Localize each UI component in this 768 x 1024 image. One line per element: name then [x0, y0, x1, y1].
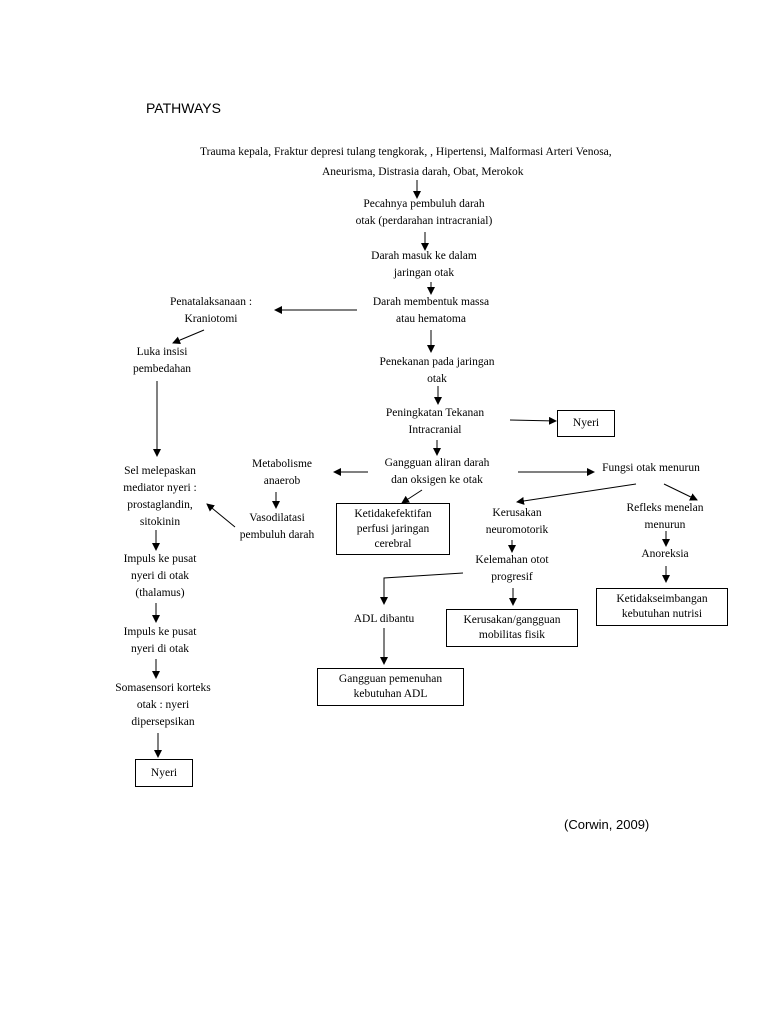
page-title: PATHWAYS	[146, 100, 221, 116]
arrow-icp-pain	[509, 416, 557, 425]
node-brain-function: Fungsi otak menurun	[602, 462, 700, 474]
box-pain-icp: Nyeri	[557, 410, 615, 437]
citation: (Corwin, 2009)	[564, 817, 650, 832]
node-anorexia: Anoreksia	[641, 548, 689, 560]
arrow-weakness-adl	[380, 572, 464, 605]
node-management: Penatalaksanaan :Kraniotomi	[169, 296, 253, 325]
arrow-brain-neuromotor	[516, 483, 637, 505]
arrow-vasodilation-mediator	[206, 503, 236, 528]
arrow-management-incision	[172, 329, 205, 344]
box-pain-final: Nyeri	[135, 759, 193, 787]
arrow-brain-swallow	[663, 483, 698, 501]
causes-line-2: Aneurisma, Distrasia darah, Obat, Meroko…	[322, 166, 524, 178]
causes-line-1: Trauma kepala, Fraktur depresi tulang te…	[200, 146, 612, 158]
node-adl-help: ADL dibantu	[353, 613, 415, 625]
arrow-flow-perfusion	[401, 489, 423, 504]
